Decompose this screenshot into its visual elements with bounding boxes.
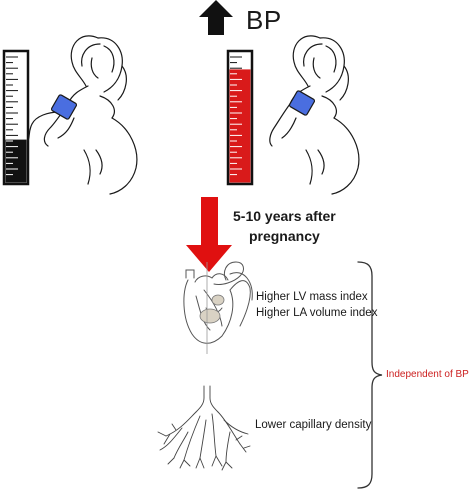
right-bp-gauge (226, 49, 254, 186)
la-volume-label: Higher LA volume index (256, 307, 378, 319)
up-arrow-icon (199, 0, 233, 35)
pregnant-woman-icon (269, 35, 360, 195)
left-bp-gauge (2, 49, 30, 186)
years-after-pregnancy-label: 5-10 years after pregnancy (233, 206, 336, 246)
independent-of-bp-label: Independent of BP (386, 369, 469, 380)
down-arrow-icon (186, 197, 232, 272)
pregnant-woman-icon (27, 35, 138, 195)
bp-cuff-right (288, 90, 316, 116)
capillary-density-label: Lower capillary density (255, 419, 372, 431)
capillary-icon (157, 385, 251, 471)
brace-icon (357, 261, 383, 489)
years-line-2: pregnancy (248, 228, 320, 244)
bp-cuff-left (50, 94, 78, 120)
years-line-1: 5-10 years after (233, 208, 336, 224)
left-gauge-fill (5, 139, 27, 183)
right-gauge-fill (229, 69, 251, 183)
heart-chamber (211, 294, 225, 306)
heart-chamber (199, 308, 221, 324)
lv-mass-label: Higher LV mass index (256, 291, 368, 303)
bp-label: BP (246, 5, 282, 35)
